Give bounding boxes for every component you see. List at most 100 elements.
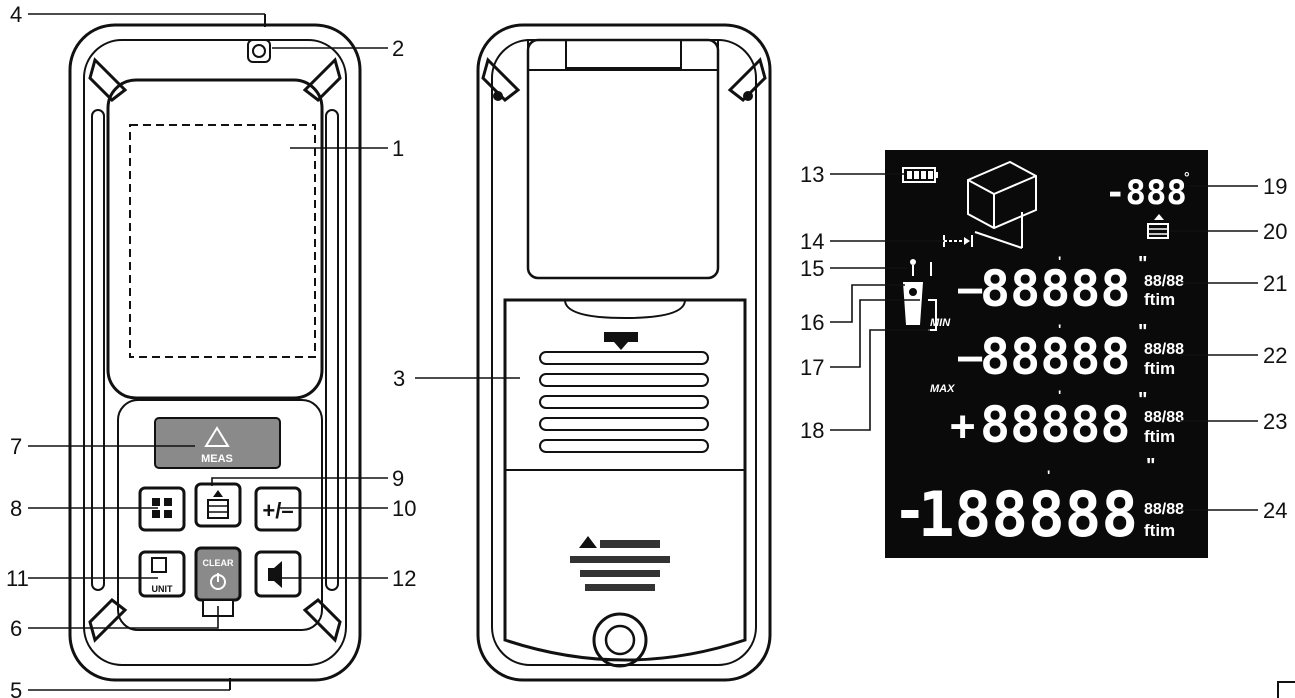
callout-15: 15 xyxy=(800,256,824,281)
leader-6 xyxy=(28,606,219,629)
front-right-rail xyxy=(325,109,339,591)
callout-19: 19 xyxy=(1263,174,1287,199)
plus-minus-button[interactable]: +/– xyxy=(254,486,302,532)
row4-unit: ftim xyxy=(1144,521,1175,540)
corner-mark xyxy=(1277,681,1295,698)
unit-button[interactable]: UNIT xyxy=(138,550,186,598)
min-label: MIN xyxy=(930,317,951,329)
row2-sign: – xyxy=(958,334,983,380)
callout-14: 14 xyxy=(800,229,824,254)
row4-foot-mark: ' xyxy=(1047,467,1050,483)
callout-numbers: 4 2 1 3 7 9 8 10 11 12 6 5 13 14 15 16 1… xyxy=(6,2,1287,698)
lcd-row-2: MIN – 88888 ' " 88/88 ftim xyxy=(930,317,1184,386)
degree-symbol: ° xyxy=(1184,169,1190,185)
clear-power-button[interactable]: CLEAR xyxy=(194,546,242,617)
row1-foot-mark: ' xyxy=(1058,253,1061,269)
lcd-display: -888 ° – 88888 ' " 88/88 ftim xyxy=(885,150,1208,558)
row4-digits: 188888 xyxy=(918,478,1138,551)
angle-value: -888 xyxy=(1105,173,1187,213)
clip-notch xyxy=(565,39,682,69)
warning-label xyxy=(570,536,670,591)
row1-inch-mark: " xyxy=(1138,253,1147,275)
clear-button-label: CLEAR xyxy=(203,558,234,568)
leader-16 xyxy=(830,284,905,323)
lcd-row-1: – 88888 ' " 88/88 ftim xyxy=(958,253,1184,318)
callout-21: 21 xyxy=(1263,271,1287,296)
row2-inch-mark: " xyxy=(1138,321,1147,343)
leader-18 xyxy=(830,329,930,431)
leader-9 xyxy=(211,477,388,486)
row4-fraction: 88/88 xyxy=(1144,501,1184,518)
callout-5: 5 xyxy=(10,678,22,698)
row3-sign: + xyxy=(950,401,975,450)
function-button[interactable] xyxy=(138,486,186,532)
front-body-outer xyxy=(68,23,362,682)
callout-6: 6 xyxy=(10,616,22,641)
callout-8: 8 xyxy=(10,496,22,521)
laser-triangle-icon xyxy=(204,426,230,447)
tripod-socket-outer xyxy=(592,612,648,668)
row4-inch-mark: " xyxy=(1146,455,1155,477)
grip-slot-5 xyxy=(539,439,709,453)
front-corner-tr xyxy=(302,57,342,102)
row1-unit: ftim xyxy=(1144,290,1175,309)
tripod-reference-bracket xyxy=(928,299,937,331)
front-left-rail xyxy=(91,109,105,591)
row2-foot-mark: ' xyxy=(1058,321,1061,337)
battery-cover xyxy=(503,298,747,662)
callout-3: 3 xyxy=(393,366,405,391)
keypad-panel xyxy=(117,399,323,631)
callout-16: 16 xyxy=(800,310,824,335)
open-cover-icon xyxy=(604,332,638,350)
max-label: MAX xyxy=(930,383,955,395)
front-body-inner xyxy=(83,39,347,666)
row2-unit: ftim xyxy=(1144,359,1175,378)
reference-button[interactable] xyxy=(194,482,242,528)
back-corner-tl xyxy=(481,57,521,102)
callout-18: 18 xyxy=(800,418,824,443)
back-view xyxy=(476,23,772,682)
clip-hinge xyxy=(527,39,719,71)
screen-area-dashed xyxy=(129,124,316,358)
angle-measure-icon xyxy=(967,160,1037,249)
row3-inch-mark: " xyxy=(1138,389,1147,411)
reference-indicator-icon xyxy=(1147,214,1169,239)
row1-sign: – xyxy=(958,266,983,312)
screw-right xyxy=(743,91,753,101)
back-corner-tr xyxy=(727,57,767,102)
battery-cover-latch xyxy=(564,299,687,320)
battery-icon xyxy=(902,167,938,183)
row2-fraction: 88/88 xyxy=(1144,341,1184,358)
laser-window xyxy=(247,39,271,63)
row3-fraction: 88/88 xyxy=(1144,409,1184,426)
grip-slot-1 xyxy=(539,351,709,365)
callout-17: 17 xyxy=(800,355,824,380)
callout-20: 20 xyxy=(1263,219,1287,244)
sound-button[interactable] xyxy=(254,550,302,598)
callout-7: 7 xyxy=(10,434,22,459)
front-view xyxy=(68,23,362,682)
back-body-outer xyxy=(476,23,772,682)
screw-left xyxy=(493,91,503,101)
grip-slot-4 xyxy=(539,417,709,431)
device-body-icon xyxy=(903,282,923,325)
meas-button-label: MEAS xyxy=(201,453,233,465)
leader-17 xyxy=(830,299,920,368)
reference-device-icon xyxy=(207,499,229,519)
row3-foot-mark: ' xyxy=(1058,387,1061,403)
front-reference-dot xyxy=(910,259,916,265)
speaker-icon xyxy=(268,561,282,588)
front-corner-tl xyxy=(88,57,128,102)
callout-12: 12 xyxy=(392,566,416,591)
leader-lines xyxy=(28,13,1258,691)
meas-button[interactable]: MEAS xyxy=(154,417,281,469)
callout-2: 2 xyxy=(392,36,404,61)
callout-23: 23 xyxy=(1263,409,1287,434)
callout-4: 4 xyxy=(10,2,22,27)
unit-button-label: UNIT xyxy=(152,584,173,594)
lcd-background xyxy=(885,150,1208,558)
row2-digits: 88888 xyxy=(980,328,1131,386)
unit-icon xyxy=(151,557,167,573)
callout-24: 24 xyxy=(1263,498,1287,523)
